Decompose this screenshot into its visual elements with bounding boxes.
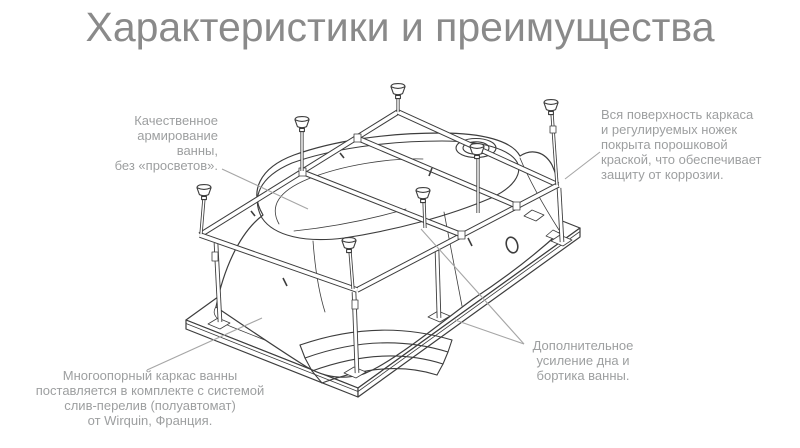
annotation-line: без «просветов». <box>114 158 218 173</box>
annotation-extra-strength: Дополнительное усиление дна и бортика ва… <box>508 338 658 383</box>
foot-stem <box>348 250 355 290</box>
wall-crease <box>443 211 463 307</box>
adjustable-foot-icon <box>543 99 559 116</box>
annotation-line: поставляется в комплекте с системой <box>35 383 265 398</box>
annotation-line: ванны, <box>176 143 218 158</box>
annotation-line: Вся поверхность каркаса <box>601 107 754 122</box>
annotation-line: Качественное <box>134 113 218 128</box>
support-post <box>434 249 442 319</box>
adjustable-foot-icon <box>196 184 212 201</box>
annotation-line: и регулируемых ножек <box>601 122 738 137</box>
leader-lines <box>146 151 601 371</box>
wall-crease <box>312 240 326 313</box>
frame-rail <box>199 232 358 293</box>
support-post <box>556 187 565 243</box>
leader-line <box>564 151 601 180</box>
leader-line <box>454 319 525 345</box>
step-rings <box>299 329 453 384</box>
overflow-hole <box>505 236 519 254</box>
page-title: Характеристики и преимущества <box>85 4 715 50</box>
bathtub-body <box>215 132 562 384</box>
annotation-reinforcement: Качественное армирование ванны, без «про… <box>38 113 218 173</box>
annotation-line: защиту от коррозии. <box>601 167 724 182</box>
adjustable-feet <box>196 83 559 290</box>
annotation-powder-coating: Вся поверхность каркаса и регулируемых н… <box>601 107 796 182</box>
annotation-line: слив-перелив (полуавтомат) <box>64 398 236 413</box>
support-frame <box>198 109 560 293</box>
foot-stem <box>422 200 427 229</box>
frame-rail <box>355 182 560 293</box>
annotation-line: Многоопорный каркас ванны <box>62 368 238 383</box>
annotation-line: усиление дна и <box>536 353 630 368</box>
annotation-line: Дополнительное <box>532 338 634 353</box>
annotation-line: краской, что обеспечивает <box>601 152 762 167</box>
foot-stem <box>550 112 559 186</box>
support-posts <box>207 187 573 379</box>
adjustable-foot-icon <box>294 116 310 133</box>
frame-crossbar <box>355 135 519 209</box>
annotation-line: бортика ванны. <box>536 368 630 383</box>
annotation-line: покрыта порошковой <box>601 137 728 152</box>
leader-line <box>221 168 309 210</box>
leader-line <box>420 228 525 345</box>
annotation-line: армирование <box>137 128 218 143</box>
adjustable-foot-icon <box>390 83 406 100</box>
frame-crossbar <box>300 169 464 238</box>
annotation-line: от Wirquin, Франция. <box>87 413 213 428</box>
leader-line <box>146 317 263 371</box>
foot-stem <box>199 197 206 235</box>
annotation-multi-support-frame: Многоопорный каркас ванны поставляется в… <box>16 368 284 428</box>
